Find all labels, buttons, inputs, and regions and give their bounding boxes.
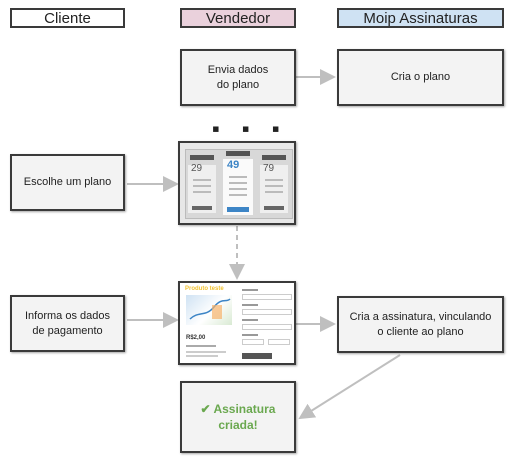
- lane-header-moip: Moip Assinaturas: [337, 8, 504, 28]
- checkout-product-title: Produto teste: [185, 286, 224, 292]
- arrow-cria-assinatura-to-sucesso: [298, 354, 401, 420]
- lane-header-vendedor: Vendedor: [180, 8, 296, 28]
- success-message: ✔ Assinatura criada!: [200, 401, 276, 432]
- pen-drawing-icon: [189, 298, 231, 320]
- step-assinatura-criada: ✔ Assinatura criada!: [180, 381, 296, 453]
- step-envia-dados: Envia dados do plano: [180, 49, 296, 106]
- checkout-price: R$2,00: [186, 335, 206, 341]
- step-escolhe-plano: Escolhe um plano: [10, 154, 125, 211]
- plan-price-3: 79: [263, 163, 275, 174]
- plan-price-2: 49: [227, 159, 240, 171]
- checkout-submit-button: [242, 353, 272, 359]
- lane-header-cliente: Cliente: [10, 8, 125, 28]
- plan-price-1: 29: [191, 163, 203, 174]
- step-cria-plano: Cria o plano: [337, 49, 504, 106]
- ellipsis-indicator: ▪ ▪ ▪: [212, 116, 288, 141]
- pricing-table-screenshot: 29 49 79: [178, 141, 296, 225]
- step-informa-dados: Informa os dados de pagamento: [10, 295, 125, 352]
- checkout-form-screenshot: Produto teste R$2,00: [178, 281, 296, 365]
- step-cria-assinatura: Cria a assinatura, vinculando o cliente …: [337, 296, 504, 353]
